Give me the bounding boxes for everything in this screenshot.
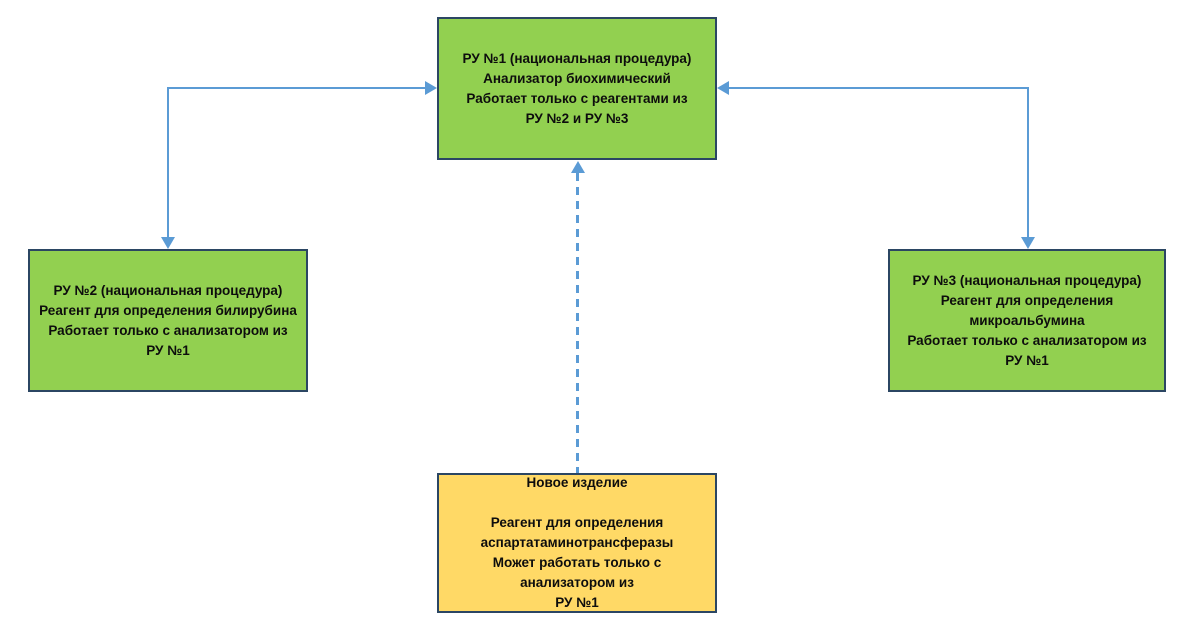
- arrowhead-into-ru3-icon: [1021, 237, 1035, 249]
- arrowhead-into-ru2-icon: [161, 237, 175, 249]
- node-new-item-line: РУ №1: [555, 595, 599, 610]
- arrowhead-into-ru1-bottom-icon: [571, 161, 585, 173]
- connector-ru2-ru1-vertical-segment: [167, 87, 169, 239]
- node-new-item-line: Новое изделие: [526, 475, 628, 490]
- arrowhead-into-ru1-left-icon: [425, 81, 437, 95]
- connector-ru2-ru1-horizontal-segment: [167, 87, 427, 89]
- connector-newitem-ru1-dashed-segment: [576, 173, 579, 473]
- node-ru1-line: Анализатор биохимический: [483, 70, 671, 86]
- node-ru2-line: Работает только с анализатором из: [48, 322, 288, 338]
- node-ru2: РУ №2 (национальная процедура) Реагент д…: [28, 249, 308, 392]
- node-ru1: РУ №1 (национальная процедура) Анализато…: [437, 17, 717, 160]
- node-new-item: Новое изделие Реагент для определения ас…: [437, 473, 717, 613]
- node-ru1-line: РУ №1 (национальная процедура): [462, 50, 692, 66]
- node-ru1-line: РУ №2 и РУ №3: [525, 110, 629, 126]
- node-ru3-line: РУ №3 (национальная процедура): [912, 272, 1142, 288]
- node-ru3-line: микроальбумина: [969, 312, 1085, 328]
- node-new-item-line: анализатором из: [520, 575, 634, 590]
- node-ru1-line: Работает только с реагентами из: [466, 90, 688, 106]
- connector-ru3-ru1-vertical-segment: [1027, 87, 1029, 239]
- node-ru3-line: Работает только с анализатором из: [907, 332, 1147, 348]
- node-ru3: РУ №3 (национальная процедура) Реагент д…: [888, 249, 1166, 392]
- node-ru2-line: Реагент для определения билирубина: [39, 302, 297, 318]
- node-new-item-line: аспартатаминотрансферазы: [480, 535, 674, 550]
- node-ru2-line: РУ №2 (национальная процедура): [53, 282, 283, 298]
- node-ru2-line: РУ №1: [146, 342, 190, 358]
- connector-ru3-ru1-horizontal-segment: [728, 87, 1029, 89]
- node-new-item-line: Реагент для определения: [490, 515, 664, 530]
- node-ru3-line: РУ №1: [1005, 352, 1049, 368]
- node-ru3-line: Реагент для определения: [940, 292, 1114, 308]
- node-new-item-line: Может работать только с: [492, 555, 662, 570]
- arrowhead-into-ru1-right-icon: [717, 81, 729, 95]
